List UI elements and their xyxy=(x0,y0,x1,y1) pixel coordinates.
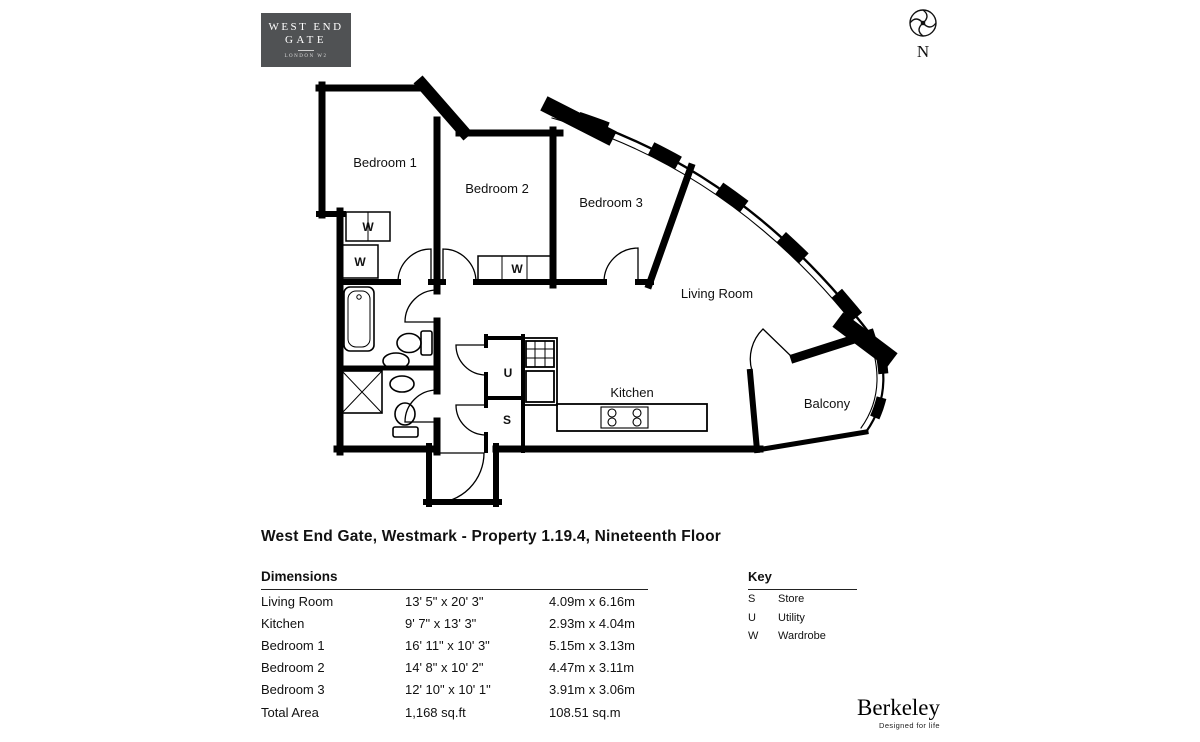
table-row: Living Room 13' 5" x 20' 3" 4.09m x 6.16… xyxy=(261,590,648,612)
utility-door xyxy=(455,344,487,376)
balcony-door xyxy=(749,328,794,372)
dimension-imperial: 14' 8" x 10' 2" xyxy=(405,660,484,676)
dimension-imperial: 9' 7" x 13' 3" xyxy=(405,615,477,631)
logo-line1: WEST END xyxy=(268,21,344,33)
page-title: West End Gate, Westmark - Property 1.19.… xyxy=(261,528,721,545)
dimension-metric: 4.47m x 3.11m xyxy=(549,660,635,676)
bedroom2-door xyxy=(442,248,477,283)
dimension-room: Bedroom 1 xyxy=(261,637,325,653)
entrance-door xyxy=(433,452,485,504)
dimension-metric: 5.15m x 3.13m xyxy=(549,637,635,653)
kitchen-counter xyxy=(556,403,708,432)
exterior-walls xyxy=(315,75,764,507)
key-heading: Key xyxy=(748,569,857,590)
table-row: Kitchen 9' 7" x 13' 3" 2.93m x 4.04m xyxy=(261,612,648,634)
key-table: Key S Store U Utility W Wardrobe xyxy=(748,569,857,646)
store-door xyxy=(455,404,487,436)
balcony-structure xyxy=(746,328,889,454)
compass-icon: N xyxy=(909,9,937,61)
bathtub xyxy=(343,286,375,352)
key-meaning: Wardrobe xyxy=(778,630,826,643)
oven-unit xyxy=(525,340,555,368)
key-symbol: S xyxy=(748,593,756,606)
basin xyxy=(389,375,415,393)
dimension-room: Bedroom 3 xyxy=(261,682,325,698)
berkeley-logo: Berkeley Designed for life xyxy=(848,695,940,731)
dimension-imperial: 1,168 sq.ft xyxy=(405,704,466,720)
dimension-imperial: 12' 10" x 10' 1" xyxy=(405,682,491,698)
dimension-metric: 108.51 sq.m xyxy=(549,704,621,720)
table-row: Bedroom 2 14' 8" x 10' 2" 4.47m x 3.11m xyxy=(261,657,648,679)
logo-line2: GATE xyxy=(284,34,328,46)
label-utility: U xyxy=(504,366,513,380)
ensuite-door xyxy=(404,289,438,323)
compass-center xyxy=(920,20,926,26)
label-bedroom2: Bedroom 2 xyxy=(465,181,529,196)
key-symbol: W xyxy=(748,630,759,643)
compass-north-label: N xyxy=(917,42,929,61)
room-labels: Bedroom 1 Bedroom 2 Bedroom 3 Living Roo… xyxy=(353,155,850,427)
dimensions-table: Dimensions Living Room 13' 5" x 20' 3" 4… xyxy=(261,569,648,723)
dimension-imperial: 13' 5" x 20' 3" xyxy=(405,593,484,609)
dimension-metric: 2.93m x 4.04m xyxy=(549,615,635,631)
bathroom-fixtures xyxy=(341,286,433,438)
key-symbol: U xyxy=(748,611,756,624)
dimension-metric: 4.09m x 6.16m xyxy=(549,593,635,609)
dimension-metric: 3.91m x 3.06m xyxy=(549,682,635,698)
dimension-room: Living Room xyxy=(261,593,334,609)
wardrobe-units xyxy=(341,211,552,281)
label-balcony: Balcony xyxy=(804,396,851,411)
dimension-imperial: 16' 11" x 10' 3" xyxy=(405,637,490,653)
curved-facade-windows xyxy=(540,96,898,368)
west-end-gate-logo: WEST END GATE LONDON W2 xyxy=(261,13,351,67)
basin xyxy=(382,352,410,370)
berkeley-tagline: Designed for life xyxy=(879,721,940,731)
bedroom1-door xyxy=(397,248,432,283)
key-meaning: Store xyxy=(778,593,805,606)
logo-divider xyxy=(298,50,314,51)
key-meaning: Utility xyxy=(778,611,805,624)
label-kitchen: Kitchen xyxy=(610,385,653,400)
bathroom-door xyxy=(404,389,438,423)
berkeley-wordmark: Berkeley xyxy=(856,695,940,720)
shower xyxy=(341,370,383,414)
table-row: Bedroom 3 12' 10" x 10' 1" 3.91m x 3.06m xyxy=(261,679,648,701)
hob xyxy=(600,406,649,429)
label-bedroom1: Bedroom 1 xyxy=(353,155,417,170)
kitchen-fixtures xyxy=(522,337,708,432)
door-swings xyxy=(397,247,794,504)
label-store: S xyxy=(503,413,511,427)
table-row: Total Area 1,168 sq.ft 108.51 sq.m xyxy=(261,701,648,723)
label-living-room: Living Room xyxy=(681,286,753,301)
toilet xyxy=(396,332,422,354)
table-row: Bedroom 1 16' 11" x 10' 3" 5.15m x 3.13m xyxy=(261,634,648,656)
label-wardrobe-2: W xyxy=(354,255,366,269)
label-wardrobe-3: W xyxy=(511,262,523,276)
dimensions-heading: Dimensions xyxy=(261,569,648,590)
dimension-room: Bedroom 2 xyxy=(261,660,325,676)
dimension-room: Total Area xyxy=(261,704,319,720)
label-bedroom3: Bedroom 3 xyxy=(579,195,643,210)
dimension-room: Kitchen xyxy=(261,615,305,631)
key-row: U Utility xyxy=(748,609,857,628)
bedroom3-door xyxy=(603,247,639,283)
key-row: W Wardrobe xyxy=(748,627,857,646)
toilet xyxy=(394,402,416,426)
key-row: S Store xyxy=(748,590,857,609)
label-wardrobe-1: W xyxy=(362,220,374,234)
logo-subtitle: LONDON W2 xyxy=(284,54,328,59)
